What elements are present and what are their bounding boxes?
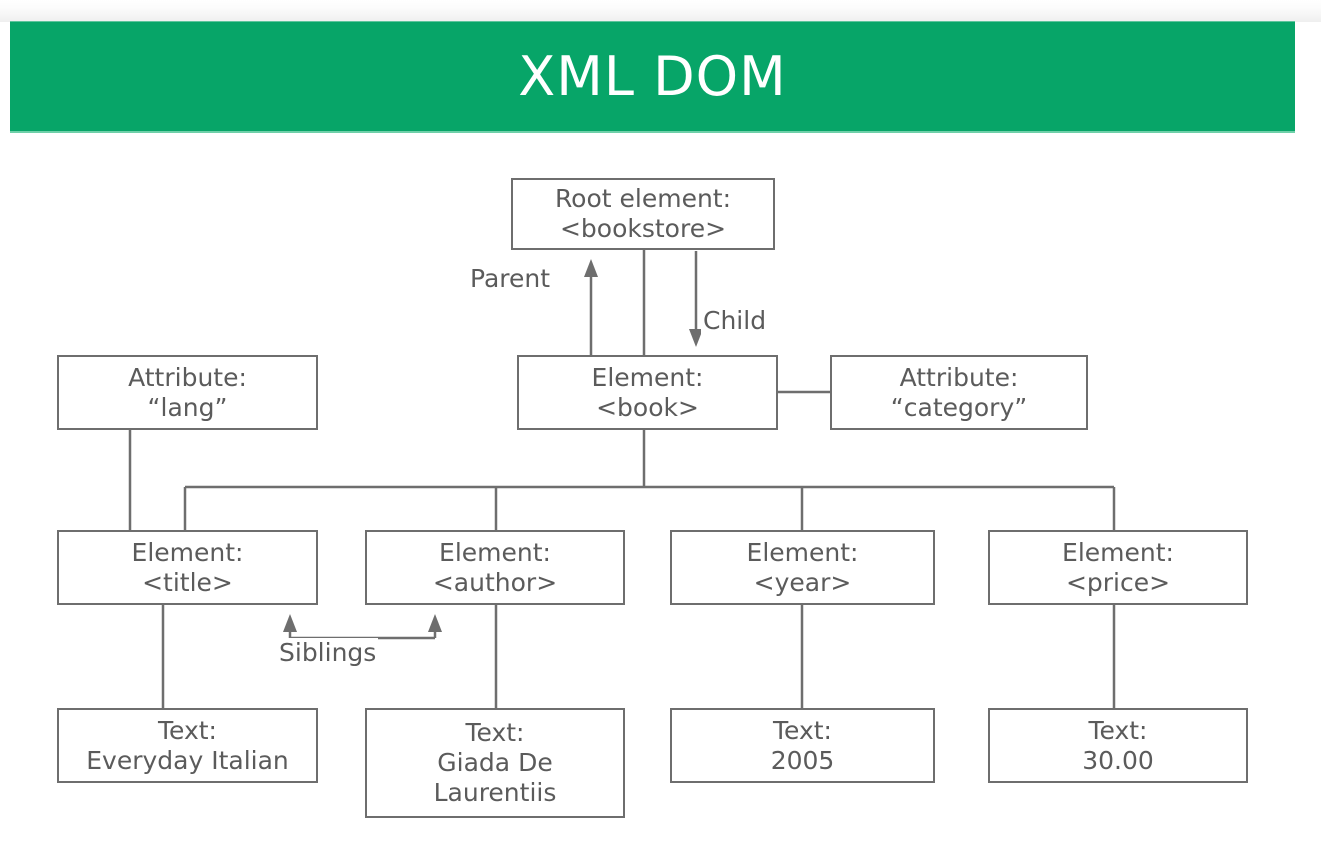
node-element-title-line2: <title> bbox=[142, 567, 233, 597]
node-element-book[interactable]: Element: <book> bbox=[517, 355, 778, 430]
node-text-price[interactable]: Text: 30.00 bbox=[988, 708, 1248, 783]
node-root-bookstore[interactable]: Root element: <bookstore> bbox=[511, 178, 775, 250]
node-text-price-line1: Text: bbox=[1088, 715, 1148, 745]
node-attribute-lang-line1: Attribute: bbox=[128, 362, 247, 392]
node-text-title-line2: Everyday Italian bbox=[86, 745, 289, 775]
edge-label-siblings: Siblings bbox=[277, 638, 379, 667]
edge-label-parent: Parent bbox=[468, 264, 553, 293]
node-text-author-line3: Laurentiis bbox=[433, 778, 557, 807]
node-element-book-line2: <book> bbox=[596, 392, 699, 422]
node-text-year[interactable]: Text: 2005 bbox=[670, 708, 935, 783]
browser-chrome-strip bbox=[0, 0, 1321, 22]
node-text-price-line2: 30.00 bbox=[1082, 745, 1154, 775]
node-attribute-category[interactable]: Attribute: “category” bbox=[830, 355, 1088, 430]
banner-underline bbox=[10, 131, 1295, 134]
node-text-year-line2: 2005 bbox=[770, 745, 835, 775]
node-element-author[interactable]: Element: <author> bbox=[365, 530, 625, 605]
node-attribute-category-line2: “category” bbox=[890, 392, 1028, 422]
node-attribute-category-line1: Attribute: bbox=[899, 362, 1019, 392]
node-element-author-line2: <author> bbox=[432, 567, 558, 597]
node-text-author-line1: Text: bbox=[465, 718, 525, 747]
node-root-bookstore-line1: Root element: bbox=[554, 184, 732, 213]
node-element-title[interactable]: Element: <title> bbox=[57, 530, 318, 605]
node-attribute-lang-line2: “lang” bbox=[147, 392, 228, 422]
node-element-book-line1: Element: bbox=[591, 362, 704, 392]
xml-dom-tree-diagram: Root element: <bookstore> Parent Child A… bbox=[0, 133, 1321, 867]
node-text-title-line1: Text: bbox=[158, 715, 217, 745]
page-banner: XML DOM bbox=[10, 21, 1295, 133]
node-element-year[interactable]: Element: <year> bbox=[670, 530, 935, 605]
node-element-price-line2: <price> bbox=[1065, 567, 1171, 597]
node-element-year-line1: Element: bbox=[746, 537, 859, 567]
node-element-title-line1: Element: bbox=[131, 537, 244, 567]
node-element-author-line1: Element: bbox=[439, 537, 551, 567]
node-text-author[interactable]: Text: Giada De Laurentiis bbox=[365, 708, 625, 818]
edge-label-child: Child bbox=[701, 306, 769, 335]
node-root-bookstore-line2: <bookstore> bbox=[559, 214, 727, 243]
node-attribute-lang[interactable]: Attribute: “lang” bbox=[57, 355, 318, 430]
node-element-year-line2: <year> bbox=[753, 567, 852, 597]
node-text-year-line1: Text: bbox=[773, 715, 832, 745]
node-element-price[interactable]: Element: <price> bbox=[988, 530, 1248, 605]
node-text-title[interactable]: Text: Everyday Italian bbox=[57, 708, 318, 783]
node-element-price-line1: Element: bbox=[1062, 537, 1174, 567]
page-title: XML DOM bbox=[518, 45, 787, 108]
node-text-author-line2: Giada De bbox=[437, 748, 553, 777]
